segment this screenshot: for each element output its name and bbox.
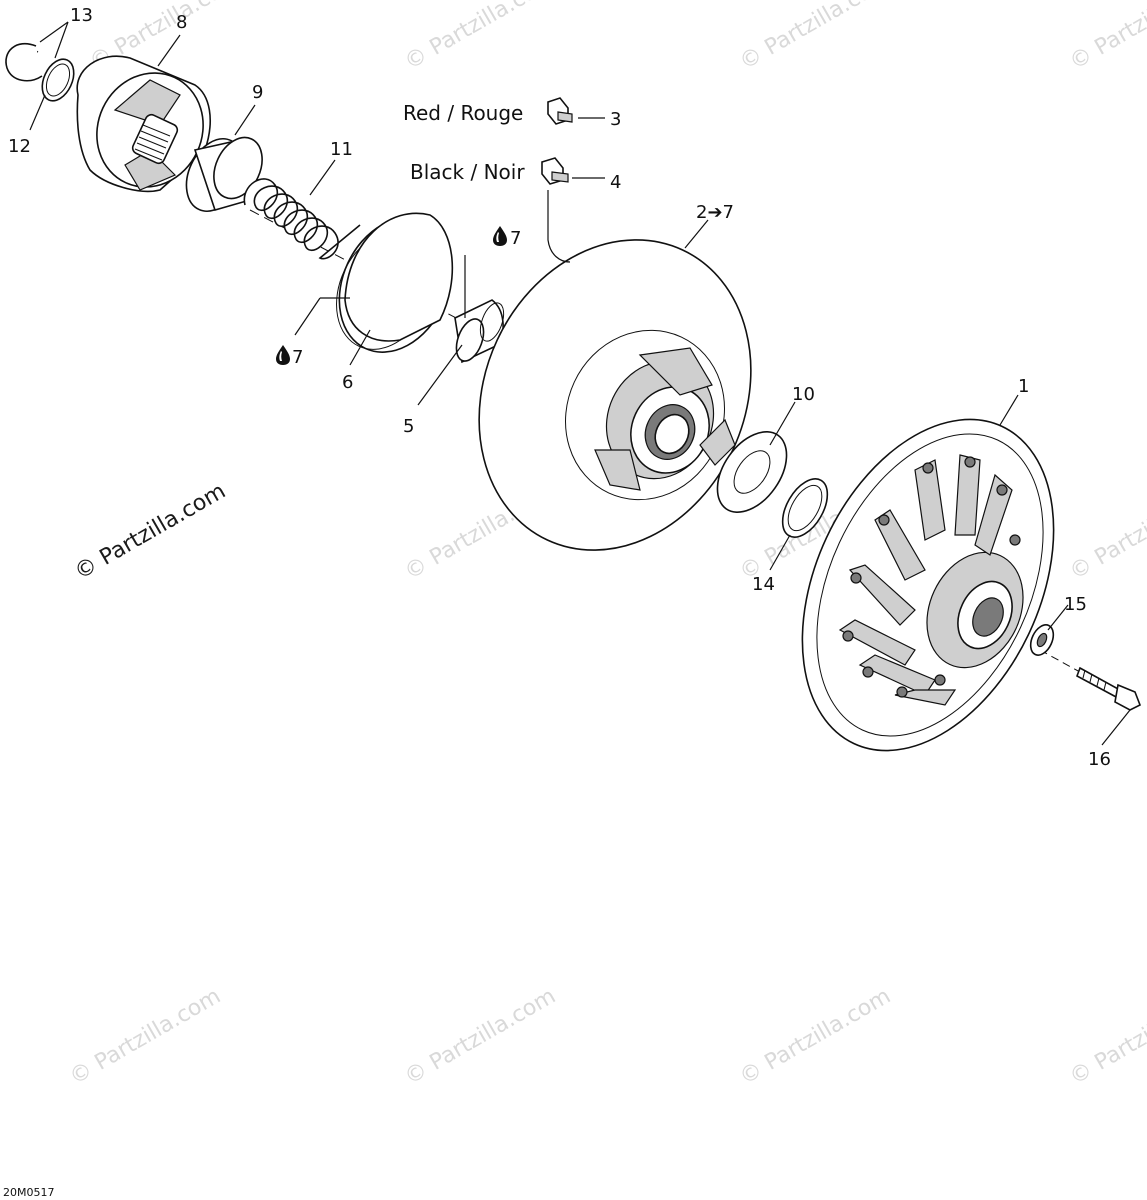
callout-3: 3 <box>610 109 621 130</box>
callout-4: 4 <box>610 172 621 193</box>
callout-9: 9 <box>252 82 263 103</box>
part-1-fixed-half <box>801 418 1055 752</box>
part-13-circlip <box>5 43 43 82</box>
part-5-bushing <box>454 299 505 364</box>
callout-5: 5 <box>403 416 414 437</box>
part-15-washer <box>1029 624 1055 656</box>
callout-14: 14 <box>752 574 775 595</box>
callout-15: 15 <box>1064 594 1087 615</box>
black-weight-label: Black / Noir <box>410 160 525 184</box>
leader-lines <box>29 21 1131 746</box>
fixed-half-studs <box>842 456 1021 698</box>
callout-12: 12 <box>8 136 31 157</box>
callout-10: 10 <box>792 384 815 405</box>
watermark: © Partzilla.com <box>401 984 561 1091</box>
callout-1: 1 <box>1018 376 1029 397</box>
oil-drop-icon <box>276 345 290 365</box>
assembly-axis-bolt <box>1039 649 1081 673</box>
callout-8: 8 <box>176 12 187 33</box>
part-11-spring <box>243 178 361 260</box>
watermark: © Partzilla.com <box>66 984 226 1091</box>
part-3-red-weight <box>547 97 573 125</box>
watermark: © Partzilla.com <box>736 0 896 75</box>
part-16-bolt <box>1076 666 1142 711</box>
callout-11: 11 <box>330 139 353 160</box>
part-8-cam <box>76 55 211 193</box>
callout-2-to-7: 2➔7 <box>696 202 734 223</box>
callout-labels: 13 8 12 9 11 6 5 3 4 2➔7 10 1 14 15 16 <box>8 5 1111 770</box>
part-2-sliding-half <box>478 239 752 551</box>
diagram-code: 20M0517 <box>3 1186 54 1199</box>
lubricant-ref-lower: 7 <box>292 347 303 368</box>
lubricant-callout-upper: 7 <box>493 226 521 249</box>
part-9-sleeve <box>185 136 263 212</box>
callout-16: 16 <box>1088 749 1111 770</box>
lubricant-callout-lower: 7 <box>276 345 303 368</box>
part-10-washer <box>716 430 788 514</box>
watermark: © Partzilla.com <box>736 984 896 1091</box>
red-weight-label: Red / Rouge <box>403 101 523 125</box>
part-14-ring <box>781 478 829 538</box>
watermark: © Partzilla.com <box>1066 984 1147 1091</box>
part-12-ring <box>41 58 75 102</box>
part-4-black-weight <box>541 157 569 185</box>
callout-13: 13 <box>70 5 93 26</box>
lubricant-ref-upper: 7 <box>510 228 521 249</box>
watermark-main: © Partzilla.com <box>71 479 231 586</box>
callout-6: 6 <box>342 372 353 393</box>
watermark: © Partzilla.com <box>1066 0 1147 75</box>
watermark: © Partzilla.com <box>401 0 561 75</box>
part-6-cover-ring <box>336 212 454 353</box>
watermark: © Partzilla.com <box>1066 479 1147 586</box>
oil-drop-icon <box>493 226 507 246</box>
